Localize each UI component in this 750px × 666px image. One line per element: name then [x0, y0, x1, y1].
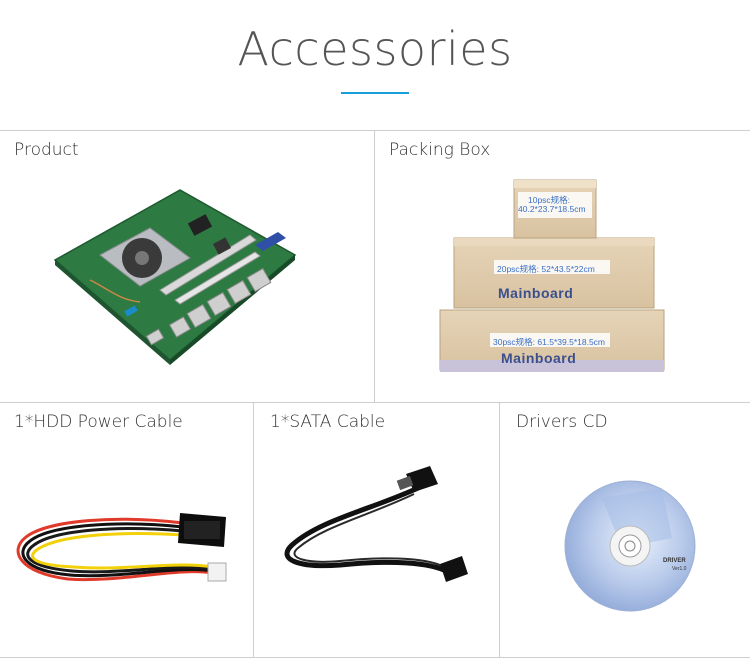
box-middle-spec: 20psc规格: 52*43.5*22cm	[497, 263, 595, 275]
sata-cable-label: 1*SATA Cable	[270, 412, 386, 432]
cd-version-text: Ver1.0	[672, 566, 687, 572]
motherboard-image	[53, 189, 297, 365]
drivers-cd-label: Drivers CD	[516, 412, 608, 432]
grid-line-bottom	[0, 657, 750, 658]
grid-vline-bottom-1	[253, 402, 254, 657]
product-label: Product	[14, 140, 79, 160]
grid-line-middle	[0, 402, 750, 403]
hdd-power-cable-image	[16, 513, 227, 582]
box-middle-dims: 52*43.5*22cm	[541, 264, 595, 274]
box-top-spec: 10psc规格:	[528, 195, 571, 205]
grid-vline-top	[374, 130, 375, 402]
box-bottom-dims: 61.5*39.5*18.5cm	[537, 337, 605, 347]
box-bottom-brand: Mainboard	[501, 350, 577, 366]
packing-box-label: Packing Box	[389, 140, 491, 160]
packing-boxes-image	[439, 179, 665, 372]
box-middle-spec-label: 20psc规格:	[497, 264, 540, 274]
drivers-cd-image	[564, 480, 696, 612]
grid-vline-bottom-2	[499, 402, 500, 657]
hdd-power-cable-label: 1*HDD Power Cable	[14, 412, 183, 432]
grid-line-top	[0, 130, 750, 131]
page-title: Accessories	[237, 22, 513, 76]
box-bottom-spec-label: 30psc规格:	[493, 337, 536, 347]
title-underline	[341, 92, 409, 94]
cd-driver-text: DRIVER	[663, 558, 686, 564]
box-middle-brand: Mainboard	[498, 285, 574, 301]
box-bottom-spec: 30psc规格: 61.5*39.5*18.5cm	[493, 336, 605, 348]
box-top-dims: 40.2*23.7*18.5cm	[518, 204, 586, 214]
sata-cable-image	[284, 466, 468, 582]
